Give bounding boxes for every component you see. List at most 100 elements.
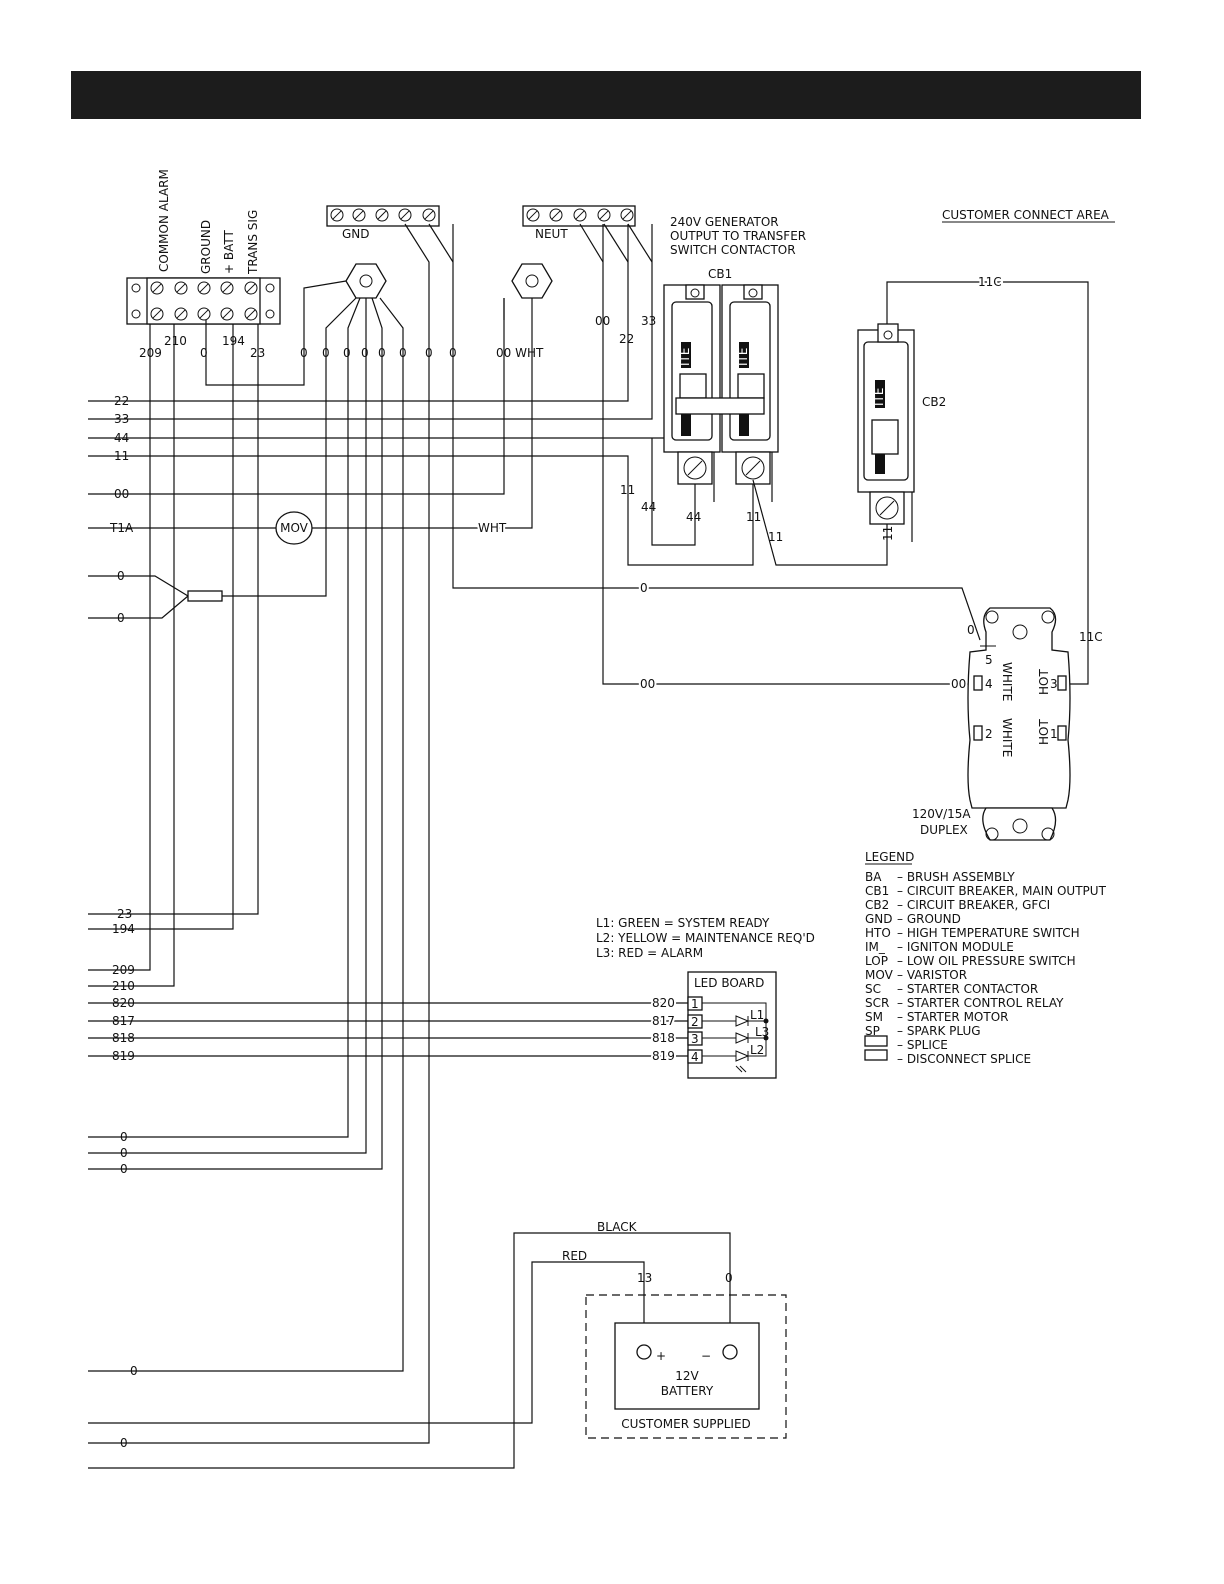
- led-pin-3: 3: [691, 1032, 699, 1046]
- outlet-wire-0-side: 0: [967, 623, 975, 637]
- breaker-wire-11c: 11: [768, 530, 783, 544]
- led-pin-2: 2: [691, 1015, 699, 1029]
- battery-supplied: CUSTOMER SUPPLIED: [621, 1417, 751, 1431]
- strip-wire-210: 210: [164, 334, 187, 348]
- battery-black: BLACK: [597, 1220, 638, 1234]
- neut-wire-33: 33: [641, 314, 656, 328]
- outlet-terminal-5: 5: [985, 653, 993, 667]
- left-wire-820: 820: [112, 996, 135, 1010]
- gnd-screw-0: [330, 208, 344, 222]
- outlet-terminal-2: 2: [985, 727, 993, 741]
- breaker-wire-44a: 44: [641, 500, 656, 514]
- legend-desc-2: – CIRCUIT BREAKER, GFCI: [897, 898, 1050, 912]
- legend-abbr-3: GND: [865, 912, 893, 926]
- gnd-bus: GND: [326, 205, 440, 299]
- legend-abbr-10: SM: [865, 1010, 883, 1024]
- gnd-screw-2: [375, 208, 389, 222]
- strip-screw-top-3: [220, 281, 234, 295]
- gnd-wire-4: 0: [361, 346, 369, 360]
- customer-connect-label: CUSTOMER CONNECT AREA: [942, 208, 1110, 222]
- legend-desc-6: – LOW OIL PRESSURE SWITCH: [897, 954, 1076, 968]
- led-board-title: LED BOARD: [694, 976, 764, 990]
- neut-bus: NEUT: [511, 205, 636, 299]
- label-trans-sig: TRANS SIG: [246, 210, 260, 275]
- strip-screw-top-0: [150, 281, 164, 295]
- strip-screw-top-2: [197, 281, 211, 295]
- gnd-screw-3: [398, 208, 412, 222]
- gnd-label: GND: [342, 227, 370, 241]
- legend-desc-8: – STARTER CONTACTOR: [897, 982, 1038, 996]
- legend-abbr-0: BA: [865, 870, 882, 884]
- led-l3: L3: [755, 1025, 769, 1039]
- left-wire-0c: 0: [120, 1130, 128, 1144]
- battery-name: BATTERY: [661, 1384, 714, 1398]
- gen-output-line-3: SWITCH CONTACTOR: [670, 243, 796, 257]
- battery-plus: +: [656, 1349, 666, 1363]
- breaker-wire-11b: 11: [746, 510, 761, 524]
- strip-screw-bottom-4: [244, 307, 258, 321]
- cb2-brand: ITE: [872, 388, 886, 406]
- cb1-brand-2: ITE: [736, 348, 750, 366]
- gen-output-line-1: 240V GENERATOR: [670, 215, 779, 229]
- legend-desc-12: – SPLICE: [897, 1038, 948, 1052]
- led-wire-818: 818: [652, 1031, 675, 1045]
- led-l1: L1: [750, 1008, 764, 1022]
- led-legend-2: L2: YELLOW = MAINTENANCE REQ'D: [596, 931, 815, 945]
- outlet-white-top: WHITE: [1000, 662, 1014, 701]
- left-wire-209: 209: [112, 963, 135, 977]
- battery-pos-wire: 13: [637, 1271, 652, 1285]
- breaker-wire-11d: 11: [881, 526, 895, 541]
- left-wire-0g: 0: [120, 1436, 128, 1450]
- gnd-screw-1: [352, 208, 366, 222]
- battery-red: RED: [562, 1249, 587, 1263]
- left-wire-0e: 0: [120, 1162, 128, 1176]
- gnd-wire-3: 0: [343, 346, 351, 360]
- neut-screw-2: [573, 208, 587, 222]
- battery-minus: −: [701, 1349, 711, 1363]
- left-wire-11: 11: [114, 449, 129, 463]
- neut-wire-22: 22: [619, 332, 634, 346]
- battery-neg-wire: 0: [725, 1271, 733, 1285]
- outlet-white-bottom: WHITE: [1000, 718, 1014, 757]
- battery-section: BLACK RED 13 0 + − 12V BATTERY CUSTOMER …: [562, 1220, 787, 1439]
- legend-desc-13: – DISCONNECT SPLICE: [897, 1052, 1031, 1066]
- left-wire-0a: 0: [117, 569, 125, 583]
- led-l2: L2: [750, 1043, 764, 1057]
- legend-desc-5: – IGNITON MODULE: [897, 940, 1014, 954]
- left-wire-819: 819: [112, 1049, 135, 1063]
- led-legend-1: L1: GREEN = SYSTEM READY: [596, 916, 770, 930]
- legend-abbr-5: IM_: [865, 940, 886, 954]
- left-wire-00: 00: [114, 487, 129, 501]
- left-wire-817: 817: [112, 1014, 135, 1028]
- strip-wire-0: 0: [200, 346, 208, 360]
- strip-screw-bottom-3: [220, 307, 234, 321]
- header-bar: [71, 71, 1141, 119]
- wire-11c-right: 11C: [1079, 630, 1103, 644]
- legend-abbr-6: LOP: [865, 954, 888, 968]
- strip-screw-top-4: [244, 281, 258, 295]
- breaker-wire-44b: 44: [686, 510, 701, 524]
- strip-screw-bottom-1: [174, 307, 188, 321]
- led-legend-3: L3: RED = ALARM: [596, 946, 703, 960]
- legend-abbr-7: MOV: [865, 968, 894, 982]
- led-board: LED BOARD 1 2 3 4 L1 L3 L2: [687, 971, 777, 1079]
- legend-desc-1: – CIRCUIT BREAKER, MAIN OUTPUT: [897, 884, 1107, 898]
- cb1-brand-1: ITE: [678, 348, 692, 366]
- led-pin-1: 1: [691, 997, 699, 1011]
- left-wire-0d: 0: [120, 1146, 128, 1160]
- led-wire-817: 817: [652, 1014, 675, 1028]
- cb1-label: CB1: [708, 267, 732, 281]
- left-wire-t1a: T1A: [109, 521, 134, 535]
- outlet-hot-top: HOT: [1037, 669, 1051, 695]
- left-wire-33: 33: [114, 412, 129, 426]
- outlet-rating: 120V/15A: [912, 807, 971, 821]
- left-wire-23: 23: [117, 907, 132, 921]
- legend-title: LEGEND: [865, 850, 914, 864]
- terminal-strip: COMMON ALARM GROUND + BATT TRANS SIG 209…: [126, 169, 281, 360]
- battery-voltage: 12V: [675, 1369, 699, 1383]
- wires: [88, 223, 1089, 1469]
- wire-11c-top: 11C: [978, 275, 1002, 289]
- led-wire-820: 820: [652, 996, 675, 1010]
